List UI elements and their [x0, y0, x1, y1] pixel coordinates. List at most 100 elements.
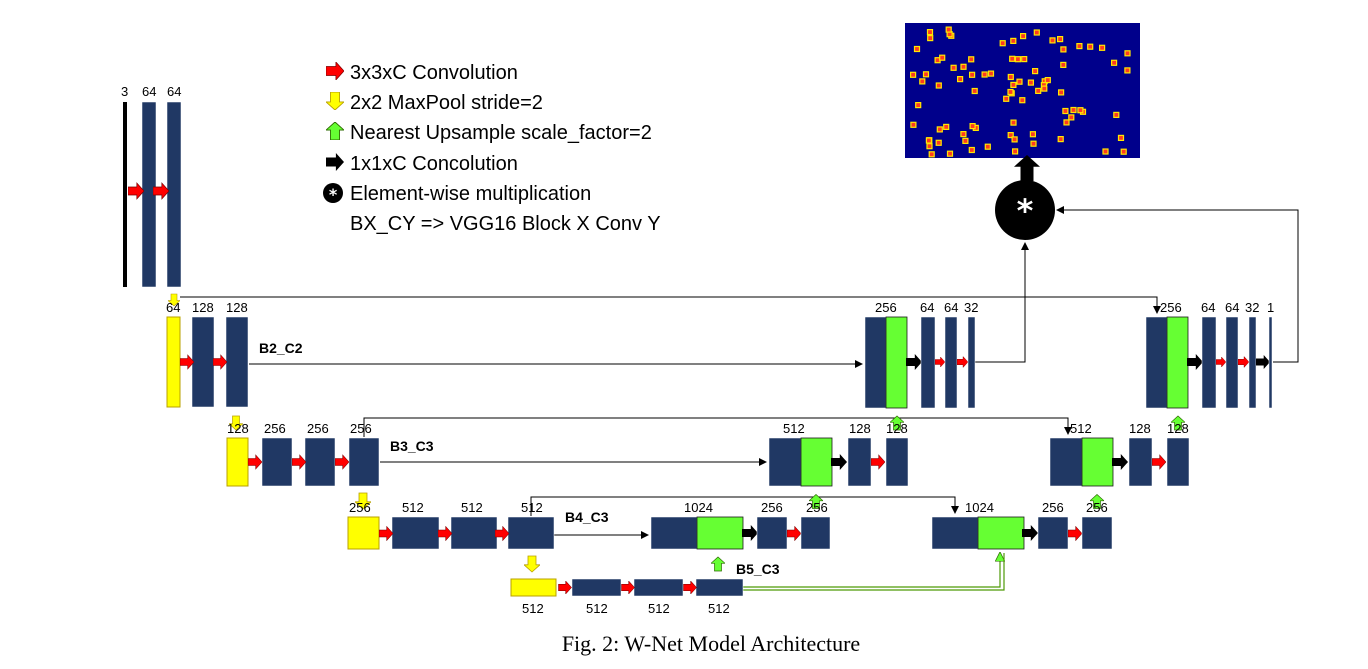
decoder1-row4: 1024 256 256 [650, 493, 831, 550]
decoder2-row4: 1024 256 256 [931, 493, 1113, 550]
upsample-arrow-icon [711, 556, 725, 572]
channel-label: 1 [1267, 300, 1274, 315]
conv1x1-arrow-icon [1187, 354, 1203, 370]
heatmap-point [1010, 37, 1017, 45]
conv-arrow-icon [248, 454, 262, 470]
maxpool-arrow-icon [326, 92, 344, 110]
conv-block [1201, 316, 1217, 409]
channel-label: 1024 [965, 500, 994, 515]
channel-label: 128 [226, 300, 248, 315]
connection-lines [180, 206, 1299, 591]
channel-label: 256 [1086, 500, 1108, 515]
heatmap-point [909, 71, 917, 78]
heatmap-point [936, 126, 943, 133]
heatmap-point [1010, 81, 1017, 89]
conv-block [304, 437, 336, 487]
conv-block [261, 437, 293, 487]
conv-block [944, 316, 958, 409]
conv-arrow-icon [326, 62, 344, 80]
multiply-node-symbol: * [1017, 192, 1034, 230]
pool-block [510, 578, 557, 597]
pool-block [226, 437, 249, 487]
conv-block [800, 516, 831, 550]
conv-arrow-icon [1152, 454, 1166, 470]
conv-block [1081, 516, 1113, 550]
channel-label: 3 [121, 84, 128, 99]
heatmap-point [1021, 55, 1028, 63]
heatmap-point [1007, 73, 1014, 81]
channel-label: 128 [227, 421, 249, 436]
channel-label: 512 [461, 500, 483, 515]
concat-encoder-part [1145, 316, 1168, 409]
heatmap-point [945, 26, 952, 33]
heatmap-point [999, 40, 1006, 47]
heatmap-point [1060, 61, 1067, 69]
channel-label: 128 [192, 300, 214, 315]
legend-conv1x1: 1x1xC Concolution [350, 153, 518, 175]
decoder1-to-multiply [975, 242, 1029, 363]
heatmap-point [1057, 136, 1064, 143]
multiply-node [995, 180, 1055, 240]
skip-b3-to-decoder2 [363, 417, 1072, 437]
conv1x1-arrow-icon [831, 454, 847, 470]
heatmap-point [1029, 131, 1037, 138]
conv-block [1248, 316, 1257, 409]
block-label-b2: B2_C2 [259, 340, 303, 356]
channel-label: 512 [522, 601, 544, 616]
channel-label: 128 [849, 421, 871, 436]
conv-block [391, 516, 440, 550]
conv-block [920, 316, 936, 409]
output-channel-bar [1268, 316, 1273, 409]
channel-label: 64 [920, 300, 934, 315]
concat-upsample-part [977, 516, 1025, 550]
heatmap-point [1031, 67, 1039, 75]
heatmap-point [1007, 88, 1014, 96]
heatmap-point [1077, 107, 1084, 114]
heatmap-point [1117, 134, 1125, 141]
channel-label: 256 [875, 300, 897, 315]
conv1x1-arrow-icon [742, 525, 758, 541]
conv-block [756, 516, 788, 550]
conv-arrow-icon [213, 354, 227, 370]
heatmap-point [913, 45, 921, 53]
channel-label: 512 [402, 500, 424, 515]
channel-label: 64 [1225, 300, 1239, 315]
heatmap-point [1030, 140, 1037, 147]
encoder-row1: 3 64 64 [121, 84, 181, 307]
conv-block [885, 437, 909, 487]
heatmap-point [950, 64, 957, 71]
heatmap-point [956, 75, 964, 83]
channel-label: 128 [1129, 421, 1151, 436]
maxpool-arrow-icon [524, 555, 540, 573]
heatmap-point [968, 56, 975, 63]
heatmap-point [925, 137, 933, 144]
channel-label: 256 [350, 421, 372, 436]
heatmap-point [1016, 78, 1023, 85]
heatmap-point [1057, 89, 1065, 96]
channel-label: 1024 [684, 500, 713, 515]
conv-arrow-icon [1238, 356, 1249, 368]
heatmap-point [971, 87, 978, 95]
heatmap-point [1098, 44, 1106, 51]
channel-label: 256 [806, 500, 828, 515]
channel-label: 128 [1167, 421, 1189, 436]
decoder1-row3: 512 128 128 [768, 415, 909, 487]
heatmap-point [927, 34, 934, 42]
conv-block [847, 437, 872, 487]
heatmap-point [1007, 132, 1014, 139]
heatmap-point [1102, 148, 1109, 155]
skip-b4-to-decoder2 [530, 496, 959, 516]
heatmap-point [1011, 148, 1019, 155]
heatmap-point [926, 29, 934, 36]
channel-label: 512 [1070, 421, 1092, 436]
heatmap-point [1044, 76, 1051, 84]
conv-arrow-icon [438, 526, 452, 541]
channel-label: 512 [521, 500, 543, 515]
channel-label: 512 [783, 421, 805, 436]
conv-block [1166, 437, 1190, 487]
channel-label: 32 [1245, 300, 1259, 315]
heatmap-point [1027, 79, 1035, 86]
conv-arrow-icon [379, 526, 393, 541]
heatmap-point [960, 131, 967, 138]
heatmap-point [1033, 29, 1040, 36]
